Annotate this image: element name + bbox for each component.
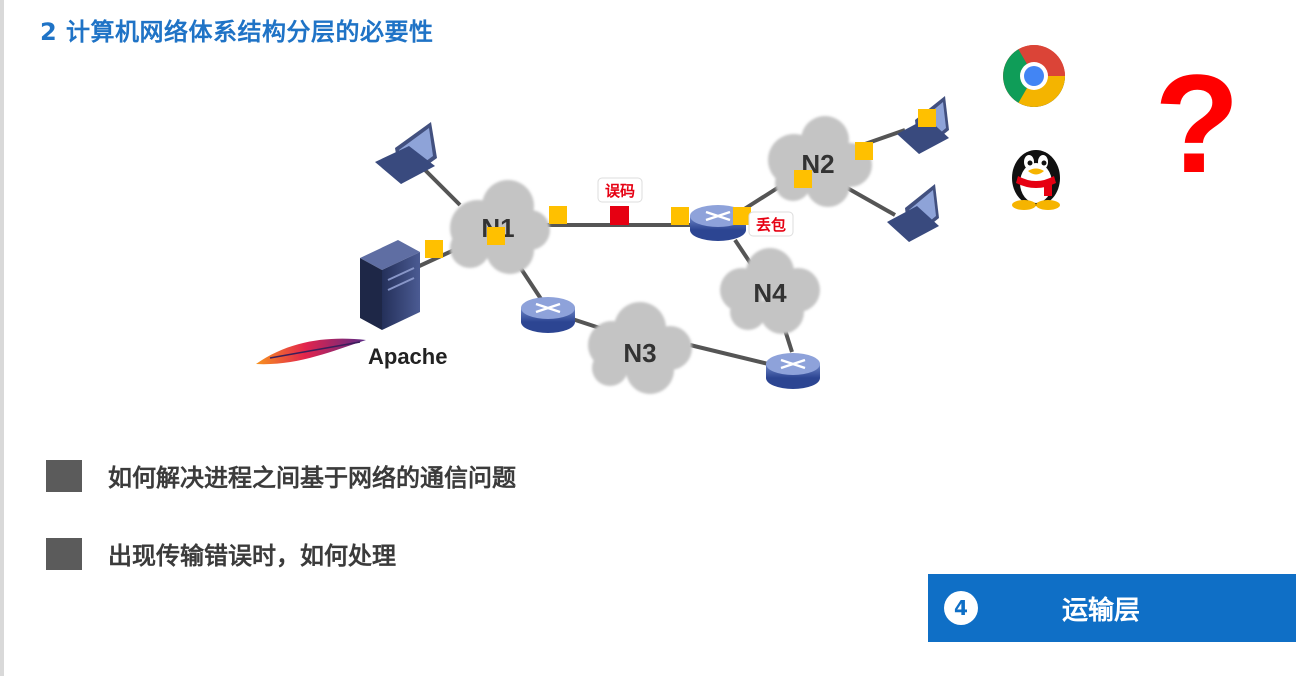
laptop-icon [375, 122, 437, 184]
packet [855, 142, 873, 160]
cloud-n3 [588, 302, 692, 394]
error-label-text: 误码 [605, 182, 635, 200]
loss-label: 丢包 [748, 211, 794, 237]
laptop-icon [887, 184, 939, 242]
layer-name: 运输层 [1062, 595, 1141, 626]
error-label: 误码 [597, 177, 643, 203]
bullet-text: 如何解决进程之间基于网络的通信问题 [108, 464, 516, 492]
bullet-item-1: 如何解决进程之间基于网络的通信问题 [46, 458, 516, 493]
router-icon [690, 205, 746, 241]
error-packet [610, 206, 629, 225]
chrome-icon [1003, 45, 1065, 107]
link-n4-router-right [783, 329, 794, 353]
cloud-label-n3: N3 [623, 338, 656, 368]
apache-feather-icon [256, 338, 366, 365]
layer-number-badge: 4 [944, 591, 978, 625]
packet [671, 207, 689, 225]
left-frame-border [0, 0, 4, 676]
cloud-n1 [450, 180, 550, 274]
packet [425, 240, 443, 258]
layer-label-box: 4 运输层 [928, 574, 1296, 642]
packet [487, 227, 505, 245]
packet [733, 207, 751, 225]
page-title: 2 计算机网络体系结构分层的必要性 [40, 18, 434, 46]
apache-label: Apache [368, 344, 447, 369]
cloud-label-n4: N4 [753, 278, 787, 308]
bullet-text: 出现传输错误时，如何处理 [108, 542, 396, 570]
qq-penguin-icon [1012, 150, 1060, 210]
server-icon [360, 240, 420, 330]
packet-markers [425, 109, 936, 258]
bullet-item-2: 出现传输错误时，如何处理 [46, 536, 396, 571]
packet [918, 109, 936, 127]
link-n2-laptop3 [841, 183, 896, 217]
cloud-n4 [720, 248, 820, 334]
question-mark-icon: ? [1154, 45, 1240, 202]
bullet-square-icon [46, 459, 82, 492]
bullet-square-icon [46, 537, 82, 570]
packet [794, 170, 812, 188]
router-icon [766, 353, 820, 389]
packet [549, 206, 567, 224]
router-icon [521, 297, 575, 333]
loss-label-text: 丢包 [756, 216, 786, 234]
